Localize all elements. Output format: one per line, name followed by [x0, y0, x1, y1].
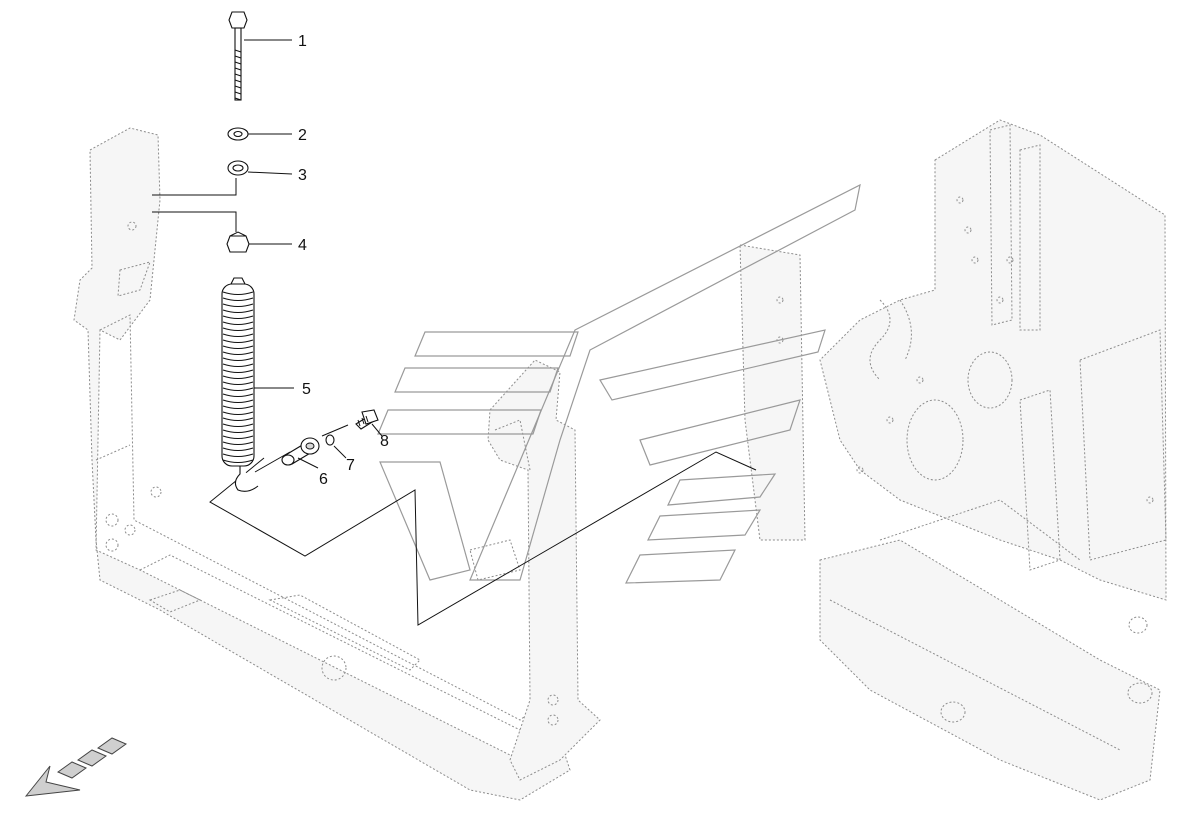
spring-coil: [222, 351, 254, 355]
spring-part-5: [221, 277, 259, 492]
lock-washer-part-3: [227, 160, 249, 176]
washer-part-2: [227, 127, 249, 141]
spring-coil: [222, 381, 254, 385]
nut-part-4: [226, 231, 250, 253]
spring-coil: [222, 321, 254, 325]
callout-6: 6: [319, 471, 328, 488]
spring-coil: [222, 309, 254, 313]
spring-coil: [222, 339, 254, 343]
spring-coil: [222, 363, 254, 367]
spring-coil: [222, 453, 254, 457]
spring-coil: [222, 447, 254, 451]
frame-ghost-right: [739, 119, 1167, 801]
spring-coil: [222, 333, 254, 337]
frame-ghost-middle: [469, 359, 601, 781]
callout-leaders: [244, 39, 383, 469]
spring-coil: [222, 369, 254, 373]
spring-coil: [222, 375, 254, 379]
bolt-part-1: [228, 11, 248, 101]
callout-7: 7: [346, 457, 355, 474]
spring-coil: [222, 411, 254, 415]
spring-coil: [222, 405, 254, 409]
spring-coil: [222, 393, 254, 397]
spring-coil: [222, 459, 254, 463]
callout-2: 2: [298, 127, 307, 144]
watermark-logo: [377, 183, 861, 584]
spring-coil: [222, 291, 254, 295]
direction-arrow-icon: [24, 737, 128, 797]
spring-coil: [222, 297, 254, 301]
callout-8: 8: [380, 433, 389, 450]
spring-coil: [222, 303, 254, 307]
assembly-leader-lines: [152, 178, 757, 626]
spring-coil: [222, 387, 254, 391]
spring-coil: [222, 429, 254, 433]
callout-3: 3: [298, 167, 307, 184]
screw-part-8: [355, 409, 379, 430]
spring-coil: [222, 327, 254, 331]
callout-5: 5: [302, 381, 311, 398]
ring-part-7: [325, 434, 335, 446]
spring-coil: [222, 441, 254, 445]
callout-1: 1: [298, 33, 307, 50]
spring-coil: [222, 357, 254, 361]
frame-ghost-left: [73, 127, 571, 801]
spring-coil: [222, 435, 254, 439]
spring-coil: [222, 423, 254, 427]
callout-4: 4: [298, 237, 307, 254]
spring-coil: [222, 345, 254, 349]
spring-coil: [222, 399, 254, 403]
spring-coil: [222, 417, 254, 421]
callout-numbers: 1 2 3 4 5 6 7 8: [298, 33, 389, 488]
bushing-part-6: [281, 437, 320, 466]
spring-coil: [222, 315, 254, 319]
